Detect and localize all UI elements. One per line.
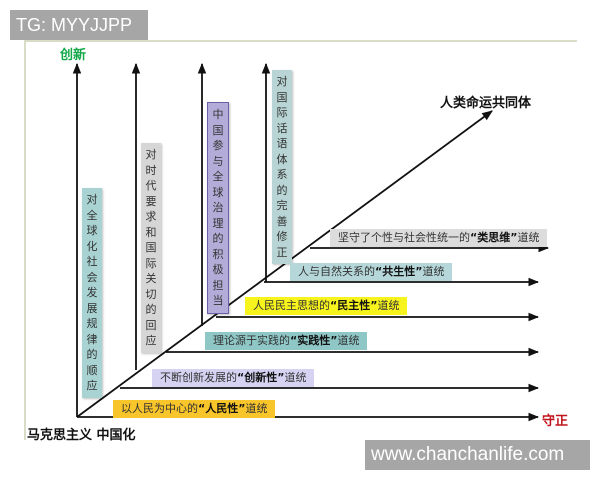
horizontal-box-4: 人民民主思想的“民主性”道统 [245, 297, 408, 315]
horizontal-box-2: 不断创新发展的“创新性”道统 [152, 369, 315, 387]
box-suffix: 道统 [422, 265, 445, 278]
vertical-box-4: 对国际话语体系的完善修正 [272, 70, 292, 264]
vertical-box-1: 对全球化社会发展规律的顺应 [82, 188, 102, 398]
box-key: “民主性” [330, 299, 378, 312]
box-suffix: 道统 [245, 402, 268, 415]
box-suffix: 道统 [377, 299, 400, 312]
horizontal-box-1: 以人民为中心的“人民性”道统 [113, 400, 276, 418]
vertical-box-text: 对国际话语体系的完善修正 [276, 75, 288, 259]
box-key: “共生性” [375, 265, 423, 278]
watermark-bottom: www.chanchanlife.com [365, 440, 590, 470]
box-suffix: 道统 [337, 334, 360, 347]
box-prefix: 人与自然关系的 [298, 265, 375, 278]
innovation-axis-label: 创新 [60, 48, 87, 63]
box-key: “人民性” [198, 402, 246, 415]
box-prefix: 不断创新发展的 [160, 371, 237, 384]
box-suffix: 道统 [517, 231, 540, 244]
horizontal-box-6: 坚守了个性与社会性统一的“类思维”道统 [330, 229, 548, 247]
box-key: “类思维” [470, 231, 518, 244]
horizontal-box-3: 理论源于实践的“实践性”道统 [205, 332, 368, 350]
box-prefix: 人民民主思想的 [253, 299, 330, 312]
diagonal-arrow [76, 110, 493, 418]
box-prefix: 以人民为中心的 [121, 402, 198, 415]
vertical-box-text: 对全球化社会发展规律的顺应 [86, 193, 98, 392]
box-key: “实践性” [290, 334, 338, 347]
horizontal-box-5: 人与自然关系的“共生性”道统 [290, 263, 453, 281]
community-label: 人类命运共同体 [440, 96, 532, 111]
vertical-box-text: 中国参与全球治理的积极担当 [212, 108, 224, 307]
box-suffix: 道统 [284, 371, 307, 384]
box-key: “创新性” [237, 371, 285, 384]
box-prefix: 坚守了个性与社会性统一的 [338, 231, 470, 244]
vertical-box-text: 对时代要求和国际关切的回应 [145, 148, 157, 347]
diagram-frame [24, 40, 577, 460]
watermark-top: TG: MYYJJPP [10, 10, 148, 40]
vertical-box-2: 对时代要求和国际关切的回应 [141, 143, 161, 353]
box-prefix: 理论源于实践的 [213, 334, 290, 347]
vertical-box-3: 中国参与全球治理的积极担当 [207, 102, 229, 314]
keep-right-axis-label: 守正 [542, 414, 569, 429]
origin-label: 马克思主义 中国化 [27, 428, 136, 443]
